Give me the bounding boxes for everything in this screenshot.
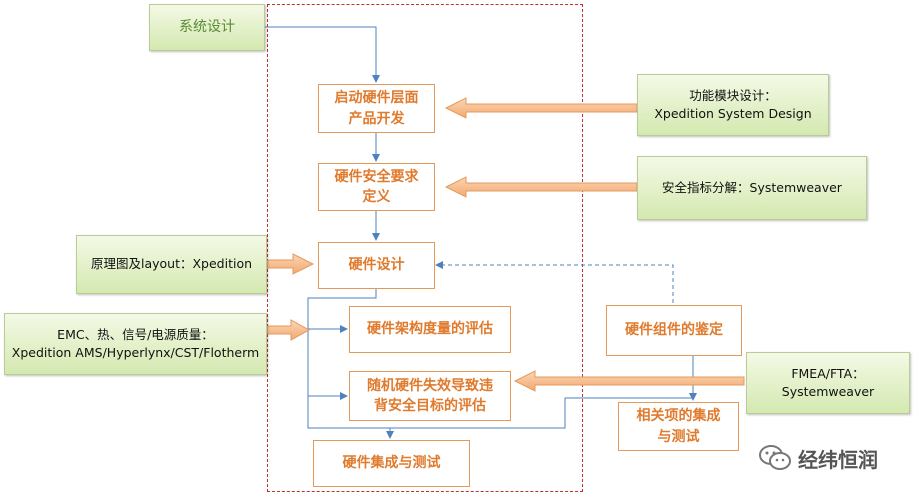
tool-emc-thermal-signal: EMC、热、信号/电源质量：Xpedition AMS/Hyperlynx/CS… <box>4 313 267 375</box>
node-hw-architecture-eval: 硬件架构度量的评估 <box>349 306 511 353</box>
node-hw-safety-requirements: 硬件安全要求定义 <box>318 163 435 211</box>
arrow-safety-to-requirement <box>444 176 638 198</box>
tool-schematic-layout: 原理图及layout：Xpedition <box>76 235 267 294</box>
watermark-text: 经纬恒润 <box>798 447 878 472</box>
connector-to-related-items <box>390 393 697 429</box>
tool-function-module-design: 功能模块设计：Xpedition System Design <box>637 74 829 136</box>
arrow-schematic-to-design <box>266 253 315 275</box>
node-start-hw-development: 启动硬件层面产品开发 <box>318 84 435 133</box>
connector-design-to-component-dashed <box>435 261 674 303</box>
watermark: 经纬恒润 <box>758 440 908 476</box>
hardware-scope-frame <box>267 4 583 492</box>
node-system-design: 系统设计 <box>149 4 265 51</box>
node-hw-design: 硬件设计 <box>318 242 435 289</box>
connector-system-to-start <box>265 26 380 83</box>
arrow-fmea-to-random <box>513 370 745 392</box>
connector-design-branch <box>307 289 394 439</box>
node-related-items-integration: 相关项的集成与测试 <box>618 402 739 451</box>
node-hw-integration-test: 硬件集成与测试 <box>313 440 470 487</box>
node-hw-component-qualification: 硬件组件的鉴定 <box>606 305 742 356</box>
arrow-func-to-start <box>444 97 638 119</box>
node-random-hw-failure-eval: 随机硬件失效导致违背安全目标的评估 <box>349 371 511 421</box>
tool-fmea-fta: FMEA/FTA：Systemweaver <box>746 352 910 414</box>
wechat-icon <box>759 445 791 470</box>
tool-safety-index-decomposition: 安全指标分解：Systemweaver <box>637 156 867 220</box>
arrow-emc-to-arch <box>266 319 311 341</box>
